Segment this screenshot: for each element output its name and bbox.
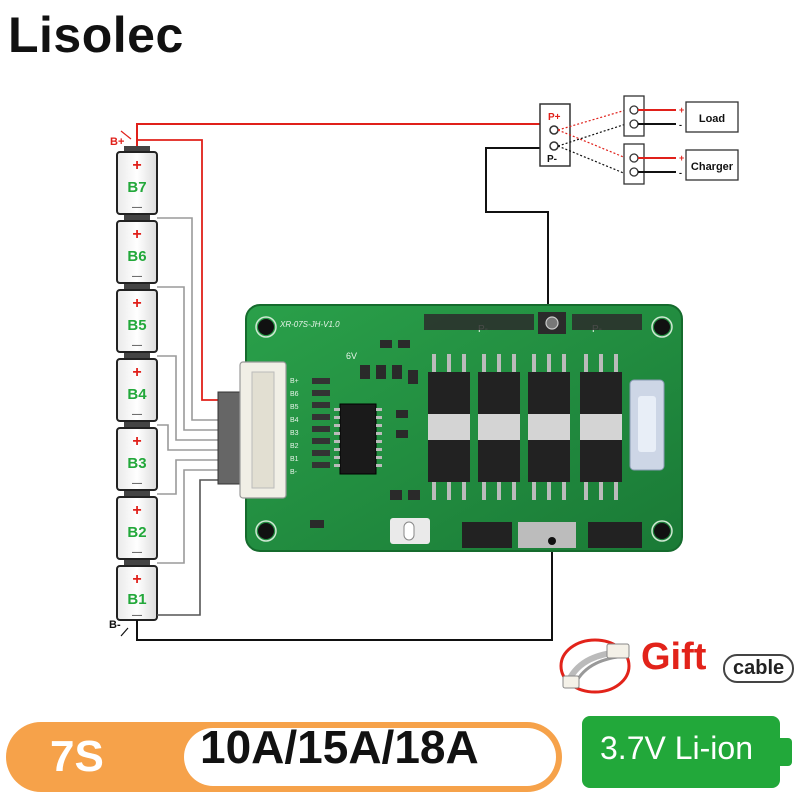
b-plus-label: B+ bbox=[110, 136, 124, 148]
battery-cell-b3: + B3 — bbox=[116, 422, 158, 491]
cell-plus-sign: + bbox=[132, 571, 141, 588]
gift-cable-badge: Gift cable bbox=[555, 630, 795, 700]
resistor-column bbox=[312, 378, 330, 468]
connector-pin-labels: B+ B6 B5 B4 B3 B2 B1 B- bbox=[290, 378, 299, 476]
battery-cell-b1: + B1 — bbox=[116, 560, 158, 621]
cell-minus-sign: — bbox=[132, 478, 142, 489]
svg-text:B5: B5 bbox=[290, 404, 299, 411]
cell-minus-sign: — bbox=[132, 547, 142, 558]
load-terminal: + - Load bbox=[623, 95, 739, 137]
b-plus-wire bbox=[136, 123, 548, 146]
cell-minus-sign: — bbox=[132, 340, 142, 351]
wiring-diagram: + B7 — + B6 — + B5 — + B4 — bbox=[109, 95, 739, 641]
svg-text:B+: B+ bbox=[290, 378, 299, 385]
dotted-links bbox=[557, 109, 627, 175]
svg-text:B2: B2 bbox=[290, 443, 299, 450]
gift-word: Gift bbox=[641, 636, 707, 678]
cell-minus-sign: — bbox=[132, 409, 142, 420]
svg-text:B6: B6 bbox=[290, 391, 299, 398]
battery-cell-b7: + B7 — bbox=[116, 146, 158, 215]
svg-text:+: + bbox=[679, 105, 684, 115]
cell-minus-sign: — bbox=[132, 271, 142, 282]
mosfet-array bbox=[428, 354, 622, 500]
cell-minus-sign: — bbox=[132, 202, 142, 213]
cell-label: B1 bbox=[127, 591, 146, 608]
cell-plus-sign: + bbox=[132, 433, 141, 450]
bms-pcb: XR-07S-JH-V1.0 P- P- 6V B+ B6 B5 B4 B3 B… bbox=[217, 304, 683, 552]
battery-chemistry-label: 3.7V Li-ion bbox=[600, 730, 753, 766]
current-rating-box bbox=[184, 728, 556, 786]
gift-item: cable bbox=[723, 654, 795, 683]
cell-label: B5 bbox=[127, 317, 146, 334]
brand-logo-text: Lisolec bbox=[8, 7, 184, 63]
balance-wires bbox=[157, 217, 218, 564]
spec-pill: 7S bbox=[6, 722, 562, 792]
pcb-model-text: XR-07S-JH-V1.0 bbox=[279, 320, 340, 329]
cell-plus-sign: + bbox=[132, 364, 141, 381]
b-minus-wire bbox=[136, 545, 553, 641]
output-terminal-block: P+ P- bbox=[539, 103, 571, 167]
svg-text:B-: B- bbox=[290, 469, 298, 476]
cell-minus-sign: — bbox=[132, 610, 142, 621]
battery-cell-b6: + B6 — bbox=[116, 215, 158, 284]
pcb-voltage-mark: 6V bbox=[346, 351, 357, 361]
battery-type-icon bbox=[582, 716, 780, 788]
battery-stack: + B7 — + B6 — + B5 — + B4 — bbox=[116, 146, 158, 621]
p-plus-label: P+ bbox=[548, 112, 561, 123]
current-rating-label: 10A/15A/18A bbox=[200, 721, 479, 773]
load-label: Load bbox=[699, 113, 725, 125]
svg-text:B4: B4 bbox=[290, 417, 299, 424]
cell-count-label: 7S bbox=[50, 732, 104, 781]
battery-tip bbox=[780, 738, 792, 766]
battery-cell-b4: + B4 — bbox=[116, 353, 158, 422]
b-minus-sense-wire bbox=[157, 479, 218, 616]
svg-text:-: - bbox=[679, 168, 682, 178]
cell-plus-sign: + bbox=[132, 295, 141, 312]
battery-cell-b5: + B5 — bbox=[116, 284, 158, 353]
svg-text:+: + bbox=[679, 153, 684, 163]
cell-plus-sign: + bbox=[132, 226, 141, 243]
cell-label: B7 bbox=[127, 179, 146, 196]
cable-icon bbox=[559, 638, 631, 694]
charger-terminal: + - Charger bbox=[623, 143, 739, 185]
p-minus-label: P- bbox=[547, 154, 557, 165]
cell-plus-sign: + bbox=[132, 157, 141, 174]
charger-label: Charger bbox=[691, 161, 734, 173]
cell-label: B4 bbox=[127, 386, 147, 403]
svg-text:B1: B1 bbox=[290, 456, 299, 463]
cell-plus-sign: + bbox=[132, 502, 141, 519]
b-plus-sense-wire bbox=[137, 139, 218, 401]
p-minus-wire bbox=[485, 147, 549, 320]
b-minus-label: B- bbox=[109, 619, 121, 631]
cell-label: B3 bbox=[127, 455, 146, 472]
battery-cell-b2: + B2 — bbox=[116, 491, 158, 560]
svg-text:-: - bbox=[679, 120, 682, 130]
spec-bar: 7S 10A/15A/18A 3.7V Li-ion bbox=[0, 710, 800, 800]
cell-label: B2 bbox=[127, 524, 146, 541]
cell-label: B6 bbox=[127, 248, 146, 265]
svg-text:B3: B3 bbox=[290, 430, 299, 437]
